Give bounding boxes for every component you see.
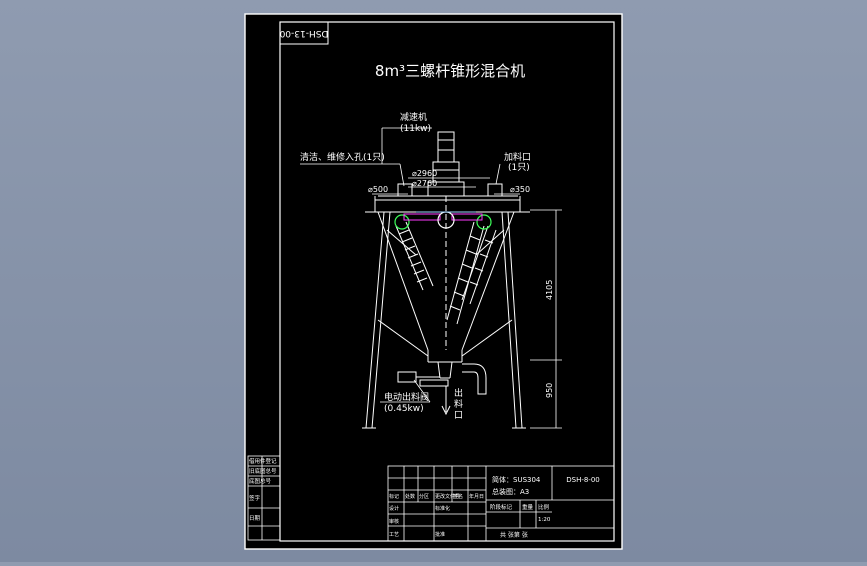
svg-text:设计: 设计 — [389, 505, 399, 512]
stage-label: 阶段标记 — [490, 503, 513, 511]
dimension-lines — [300, 127, 562, 429]
sheet-label: 共 张第 张 — [500, 531, 528, 539]
side-table — [247, 455, 281, 541]
dim-2760: ⌀2760 — [412, 179, 437, 188]
svg-text:批准: 批准 — [435, 531, 445, 538]
right-screw — [461, 225, 497, 305]
left-screw — [395, 221, 434, 291]
mixer-machine — [362, 131, 530, 429]
dim-2960: ⌀2960 — [412, 169, 437, 178]
drawing-number: DSH-8-00 — [566, 476, 600, 484]
feed-port-count-label: (1只) — [508, 163, 530, 173]
stamp-code: DSH-13-00 — [279, 28, 328, 38]
discharge-valve-label: 电动出料阀 — [384, 391, 429, 403]
svg-text:日期: 日期 — [249, 515, 261, 522]
svg-text:标记: 标记 — [389, 493, 399, 500]
side-table-text: 借用件登记 旧底图总号 底图总号 签字 日期 — [249, 457, 277, 522]
svg-text:标准化: 标准化 — [435, 505, 450, 512]
svg-text:年月日: 年月日 — [469, 493, 484, 500]
svg-text:分区: 分区 — [419, 493, 429, 500]
svg-text:更改文件号: 更改文件号 — [435, 493, 460, 500]
stamp-box: DSH-13-00 — [279, 21, 329, 45]
manhole-label: 清洁、维修入孔(1只) — [300, 151, 385, 163]
svg-text:底图总号: 底图总号 — [249, 477, 272, 485]
svg-text:处数: 处数 — [405, 493, 415, 500]
dim-950: 950 — [545, 383, 554, 398]
annotations: 减速机 (11kw) 清洁、维修入孔(1只) 加料口 (1只) ⌀2960 ⌀2… — [300, 111, 554, 421]
outlet-label-2: 料 — [454, 398, 463, 410]
weight-label: 重量 — [522, 503, 534, 511]
discharge-valve — [397, 371, 449, 387]
drawing-title: 8m³三螺杆锥形混合机 — [375, 62, 525, 80]
dim-350: ⌀350 — [510, 185, 530, 194]
svg-text:工艺: 工艺 — [389, 532, 399, 538]
support-legs — [362, 211, 526, 429]
svg-text:借用件登记: 借用件登记 — [249, 457, 277, 465]
dim-4105: 4105 — [545, 280, 554, 300]
discharge-valve-power-label: (0.45kw) — [384, 404, 424, 414]
material-text: 简体：SUS304 — [492, 475, 541, 484]
svg-text:审核: 审核 — [389, 518, 399, 525]
assembly-text: 总装图：A3 — [492, 487, 529, 496]
title-block-text: 简体：SUS304 总装图：A3 DSH-8-00 阶段标记 重量 比例 1:2… — [389, 475, 600, 539]
outlet-pipe — [462, 363, 487, 395]
dim-500: ⌀500 — [368, 185, 388, 194]
scale-label: 比例 — [538, 503, 550, 511]
svg-text:旧底图总号: 旧底图总号 — [249, 467, 277, 475]
svg-text:签字: 签字 — [249, 494, 261, 502]
outlet-label-1: 出 — [454, 387, 463, 399]
drawing-sheet — [244, 13, 623, 550]
flange-highlights — [394, 211, 492, 230]
scale-value: 1:20 — [538, 517, 551, 523]
outlet-label-3: 口 — [454, 411, 463, 421]
svg-text:签名: 签名 — [453, 493, 463, 500]
title-block — [387, 465, 615, 542]
reducer-power-label: (11kw) — [400, 124, 431, 134]
reducer-label: 减速机 — [400, 111, 427, 123]
feed-port-label: 加料口 — [504, 151, 531, 163]
